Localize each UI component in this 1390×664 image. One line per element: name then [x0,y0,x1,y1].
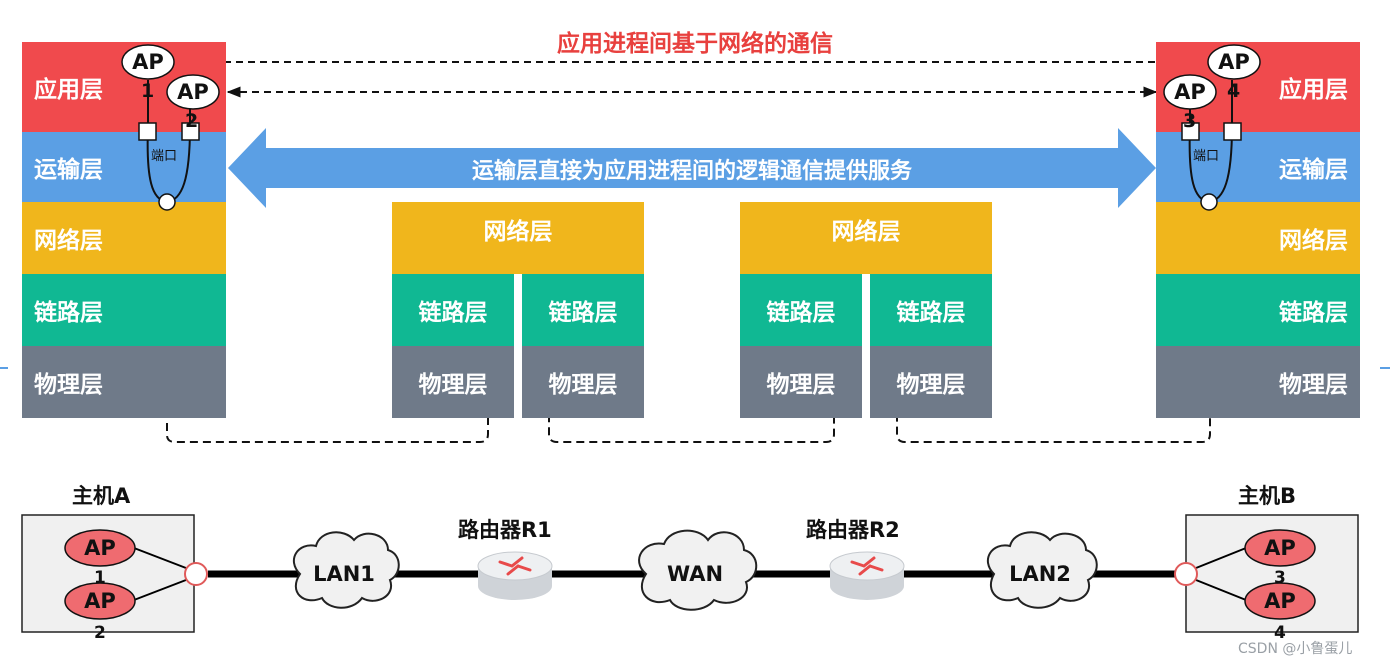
router-r2-link-left-label: 链路层 [766,300,836,326]
transport-double-arrow [228,128,1156,208]
router-r1-icon [477,551,553,600]
router-r2-link-layer-right: 链路层 [870,274,992,346]
host-b-physical-layer: 物理层 [1156,346,1360,418]
router-r2-physical-layer-left: 物理层 [740,346,862,418]
host-b-ap4-num: 4 [1274,623,1286,643]
host-b-application-label: 应用层 [1279,77,1348,103]
host-b-ap4-text: AP [1264,589,1296,613]
wan-cloud-icon [638,529,758,611]
host-a-transport-label: 运输层 [34,157,103,183]
host-b-port-label: 端口 [1193,149,1220,164]
router-r2-icon [829,551,905,600]
host-a-physical-layer: 物理层 [22,346,226,418]
host-a-port2-square [181,122,200,141]
router-r1-link-left-label: 链路层 [418,300,488,326]
host-a-ap2-label: AP [177,80,209,104]
host-a-ap2-num: 2 [94,623,106,643]
router-r1-link-layer-right: 链路层 [522,274,644,346]
router-r1-physical-layer-right: 物理层 [522,346,644,418]
host-b-ap3-text: AP [1264,536,1296,560]
host-b-link-layer: 链路层 [1156,274,1360,346]
host-b-ap4-number: 4 [1227,80,1241,102]
host-b-network-label: 网络层 [1279,228,1348,254]
host-a-ap2-bubble [166,74,220,110]
host-a-transport-layer: 运输层 [22,132,226,202]
host-b-port4-square [1223,122,1242,141]
router-r2-link-right-label: 链路层 [896,300,966,326]
host-a-physical-label: 物理层 [34,372,103,398]
host-a-link-label: 链路层 [34,300,103,326]
host-a-ap1-num: 1 [94,568,106,588]
router-r1-physical-layer-left: 物理层 [392,346,514,418]
host-b-ap4-bubble [1207,44,1261,80]
router-r2-network-label: 网络层 [831,219,901,245]
lan2-label: LAN2 [1009,562,1071,586]
host-b-name: 主机B [1238,484,1297,508]
router-r1-name: 路由器R1 [458,518,552,542]
router-r1-physical-right-label: 物理层 [548,372,618,398]
router-r2-name: 路由器R2 [806,518,900,542]
lan1-label: LAN1 [313,562,375,586]
lan1-cloud-icon [293,531,400,609]
router-r1-link-layer-left: 链路层 [392,274,514,346]
host-b-ap3-num: 3 [1274,568,1286,588]
host-a-ap2-text: AP [84,589,116,613]
host-a-ap1-number: 1 [141,80,155,102]
host-b-transport-node [1200,193,1218,211]
host-b-ap3-number: 3 [1183,110,1197,132]
host-a-network-layer: 网络层 [22,202,226,274]
host-b-port3-square [1181,122,1200,141]
lan2-cloud-icon [987,531,1098,609]
router-r2-physical-right-label: 物理层 [896,372,966,398]
host-b-ap3-ellipse [1244,529,1316,567]
host-b-network-layer: 网络层 [1156,202,1360,274]
transport-banner-text: 运输层直接为应用进程间的逻辑通信提供服务 [471,159,912,184]
host-b-ap4-label: AP [1218,50,1250,74]
host-a-ap1-ellipse [64,529,136,567]
host-a-port-label: 端口 [151,149,178,164]
diagram-title: 应用进程间基于网络的通信 [557,31,833,57]
host-a-transport-node [158,193,176,211]
host-a-network-label: 网络层 [34,228,103,254]
router-r2-physical-left-label: 物理层 [766,372,836,398]
host-a-ap2-ellipse [64,582,136,620]
host-a-port1-square [138,122,157,141]
host-a-ap1-label: AP [132,50,164,74]
router-r1-physical-left-label: 物理层 [418,372,488,398]
host-a-link-layer: 链路层 [22,274,226,346]
host-a-ap2-number: 2 [185,110,199,132]
host-a-port-icon [184,562,208,586]
host-b-link-label: 链路层 [1279,300,1348,326]
host-a-name: 主机A [72,484,131,508]
router-r2-physical-layer-right: 物理层 [870,346,992,418]
router-r1-link-right-label: 链路层 [548,300,618,326]
host-b-transport-label: 运输层 [1279,157,1348,183]
host-a-ap1-bubble [121,44,175,80]
host-a-ap1-text: AP [84,536,116,560]
router-r1-network-label: 网络层 [483,219,553,245]
router-r2-network-layer: 网络层 [740,202,992,274]
host-b-ap3-bubble [1163,74,1217,110]
router-r1-network-layer: 网络层 [392,202,644,274]
host-b-ap4-ellipse [1244,582,1316,620]
host-a-application-label: 应用层 [34,77,103,103]
router-r2-link-layer-left: 链路层 [740,274,862,346]
host-b-port-icon [1174,562,1198,586]
host-b-physical-label: 物理层 [1279,372,1348,398]
watermark: CSDN @小鲁蛋儿 [1238,641,1353,657]
host-b-ap3-label: AP [1174,80,1206,104]
wan-label: WAN [666,562,724,586]
